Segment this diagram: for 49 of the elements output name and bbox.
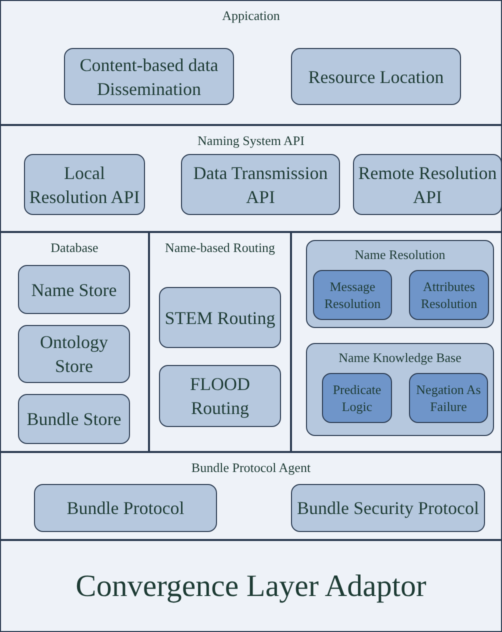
sub-component-box	[409, 270, 489, 320]
component-box	[34, 484, 217, 532]
component-label: Content-based data Dissemination	[78, 54, 220, 100]
section-heading: Naming System API	[196, 133, 306, 149]
component-box	[353, 154, 502, 215]
component-box	[291, 48, 461, 105]
sub-component-box	[409, 373, 488, 423]
component-box	[159, 365, 281, 427]
layer-panel	[0, 125, 502, 232]
component-label: Message Resolution	[323, 278, 382, 312]
section-heading: Name Resolution	[354, 247, 446, 263]
component-label: Bundle Protocol	[66, 497, 186, 520]
component-label: Remote Resolution API	[357, 162, 498, 208]
layer-panel	[0, 540, 502, 632]
component-label: Convergence Layer Adaptor	[76, 568, 426, 604]
sub-component-box	[313, 270, 392, 320]
component-label: Negation As Failure	[415, 381, 482, 415]
group-box	[306, 343, 494, 436]
component-label: FLOOD Routing	[188, 373, 251, 420]
component-label: Ontology Store	[38, 331, 109, 378]
component-box	[18, 325, 130, 383]
layer-panel	[0, 452, 502, 540]
component-box	[159, 287, 281, 348]
component-label: Resource Location	[307, 66, 445, 88]
section-heading: Name-based Routing	[164, 240, 276, 256]
component-label: Bundle Security Protocol	[296, 497, 480, 520]
component-box	[291, 484, 485, 532]
component-label: Name Store	[30, 278, 118, 302]
layer-panel	[0, 232, 149, 452]
panel-section	[291, 232, 502, 452]
component-box	[18, 394, 130, 444]
section-heading: Database	[50, 240, 100, 256]
component-label: Data Transmission API	[192, 162, 329, 208]
component-label: Bundle Store	[26, 408, 122, 431]
component-box	[64, 48, 234, 105]
layer-panel	[149, 232, 291, 452]
component-label: Local Resolution API	[28, 162, 141, 208]
component-label: Predicate Logic	[332, 381, 382, 415]
component-label: STEM Routing	[164, 306, 276, 330]
section-heading: Name Knowledge Base	[338, 350, 462, 366]
group-box	[306, 240, 494, 328]
sub-component-box	[322, 373, 392, 423]
layer-panel	[0, 0, 502, 125]
section-heading: Appication	[221, 8, 281, 24]
section-heading: Bundle Protocol Agent	[190, 460, 312, 476]
component-box	[18, 265, 130, 314]
component-box	[24, 154, 145, 215]
component-label: Attributes Resolution	[420, 278, 478, 312]
component-box	[181, 154, 340, 215]
